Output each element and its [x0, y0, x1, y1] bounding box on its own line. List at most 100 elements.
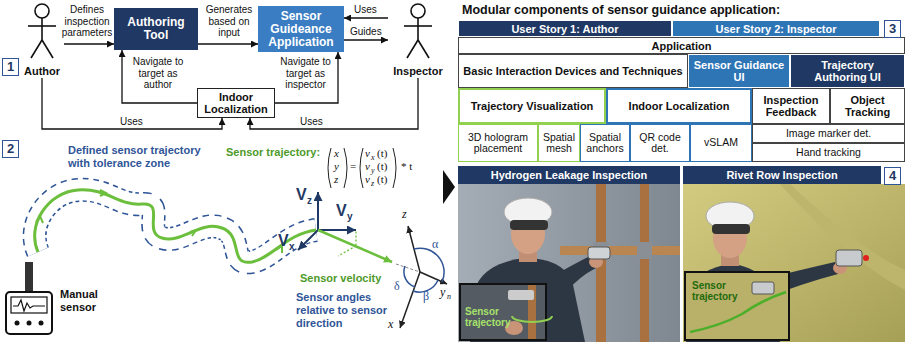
photo-rivet-row [752, 282, 774, 294]
equation-brackets [328, 148, 396, 188]
sensor-angle-axes [404, 266, 415, 287]
equation-subscript: z [371, 179, 374, 188]
equation-symbol: * t [401, 160, 412, 173]
photo-rivet-row [863, 255, 869, 261]
component-box: Trajectory Authoring UI [790, 54, 905, 88]
component-box: Inspection Feedback [752, 88, 830, 124]
edge-label: Uses [300, 116, 323, 128]
axis-label: z [402, 208, 407, 221]
sensor-trajectory [36, 190, 282, 253]
edge-label: Guides [350, 26, 382, 38]
equation-symbol: v [365, 147, 370, 160]
box-text: 3D hologram placement [461, 132, 535, 155]
box-text: Spatial mesh [541, 132, 577, 155]
manual-sensor-icon [39, 321, 44, 326]
velocity-axes [318, 229, 356, 231]
component-box: Spatial mesh [538, 124, 580, 162]
stick-figure [31, 40, 42, 58]
axis-label: y [440, 286, 445, 299]
stick-figure [411, 4, 425, 18]
box-text: User Story 2: Inspector [715, 23, 836, 35]
velocity-axes [317, 192, 319, 230]
inset-label: Sensor trajectory [692, 280, 750, 302]
box-text: Hydrogen Leakage Inspection [491, 169, 647, 181]
box-text: User Story 1: Author [511, 23, 618, 35]
box-text: Sensor Guidance UI [692, 59, 786, 83]
photo-hydrogen-leakage [588, 247, 610, 259]
velocity-axes [298, 192, 356, 250]
photo-hydrogen-leakage [640, 184, 649, 342]
sensor-angle-axes [400, 272, 420, 328]
photo-rivet-row [836, 250, 862, 266]
box-text: Trajectory Authoring UI [794, 59, 901, 83]
photo-hydrogen-leakage [560, 246, 680, 255]
box-text: Indoor Localization [201, 91, 271, 115]
manual-sensor-icon [15, 321, 20, 326]
callout-number: 1 [2, 58, 19, 76]
axis-subscript: x [289, 241, 295, 252]
angle-label: β [423, 290, 429, 303]
annotation: Sensor trajectory: [226, 146, 320, 159]
box-text: Image marker det. [786, 128, 871, 140]
stick-figure [417, 18, 419, 40]
stick-figure [407, 40, 418, 58]
component-box: Object Tracking [830, 88, 905, 124]
stick-figure [28, 4, 56, 58]
box-text: Authoring Tool [121, 16, 191, 42]
component-box: vSLAM [690, 124, 752, 162]
velocity-axes [298, 230, 318, 250]
manual-sensor-icon [11, 297, 47, 313]
box-text: Rivet Row Inspection [726, 169, 837, 181]
panel-heading: Modular components of sensor guidance ap… [462, 3, 780, 18]
equation-symbol: (t) [377, 173, 387, 186]
part-name: Manual sensor [60, 288, 112, 314]
flow-arrow [122, 50, 197, 103]
photo-rivet-row [683, 184, 905, 342]
photo-header: Hydrogen Leakage Inspection [458, 166, 680, 184]
stick-figure [35, 4, 49, 18]
manual-sensor-icon [27, 321, 32, 326]
axis-label: V [278, 232, 289, 250]
component-box: Indoor Localization [606, 88, 752, 124]
component-box: Trajectory Visualization [458, 88, 606, 124]
box-text: Hand tracking [796, 147, 861, 159]
box-text: Indoor Localization [629, 100, 730, 112]
velocity-vector [318, 230, 392, 262]
component-box: Indoor Localization [197, 88, 275, 118]
sensor-trajectory [35, 190, 316, 263]
callout-number: 2 [2, 140, 19, 158]
axis-label: V [336, 202, 347, 220]
pointer-triangle [443, 170, 455, 204]
edge-label: Uses [354, 4, 377, 16]
equation-subscript: x [371, 153, 375, 162]
angle-label: α [432, 238, 438, 251]
box-text: Inspector [393, 65, 443, 78]
actor-figure: Author [20, 2, 64, 78]
manual-sensor-icon [13, 300, 45, 311]
photo-header: Rivet Row Inspection [683, 166, 881, 184]
flow-arrow [275, 52, 338, 103]
stick-figure [41, 18, 43, 40]
component-box: Basic Interaction Devices and Techniques [458, 54, 688, 88]
sensor-angle-axes [400, 226, 447, 328]
velocity-vector [318, 230, 420, 272]
component-box: Image marker det. [752, 124, 905, 143]
component-box: User Story 1: Author [458, 20, 672, 37]
flow-arrow [198, 43, 258, 44]
manual-sensor-icon [6, 292, 52, 334]
component-box: Spatial anchors [580, 124, 630, 162]
box-text: Trajectory Visualization [471, 100, 594, 112]
box-text: Inspection Feedback [756, 94, 826, 118]
manual-sensor-icon [25, 262, 33, 292]
axis-label: V [296, 186, 307, 204]
box-text: QR code det. [633, 132, 687, 155]
box-text: Author [24, 65, 60, 78]
box-text: Sensor Guideance Application [262, 10, 340, 49]
component-box: User Story 2: Inspector [672, 20, 880, 37]
photo-hydrogen-leakage [458, 184, 680, 342]
velocity-vector [396, 264, 420, 272]
tolerance-zone [35, 190, 316, 263]
stick-figure [404, 25, 432, 27]
tolerance-zone [35, 190, 316, 263]
tolerance-zone [35, 190, 316, 263]
